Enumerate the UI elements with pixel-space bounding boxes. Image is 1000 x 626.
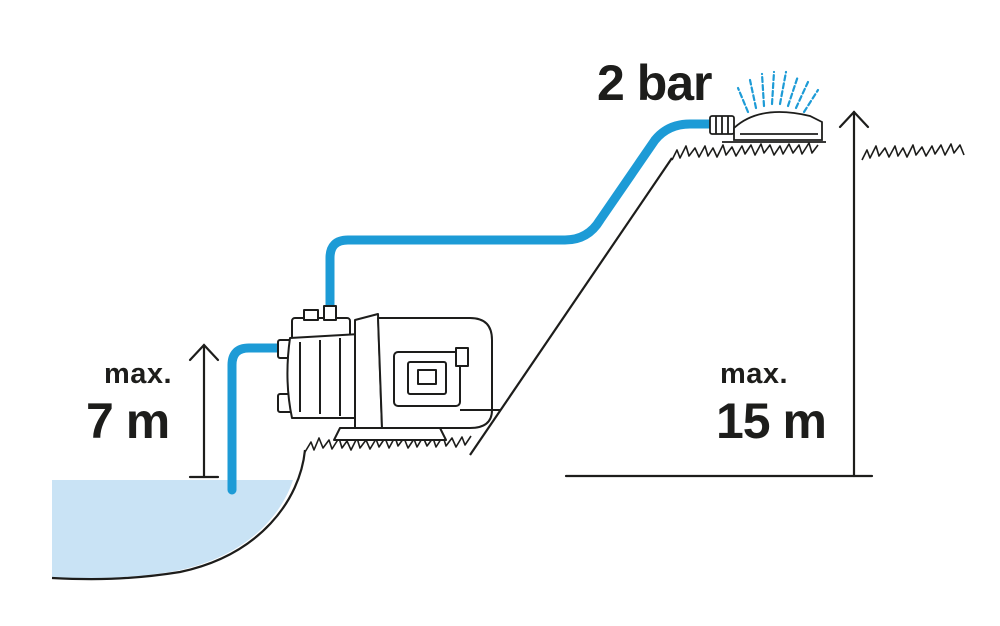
arrow-up-icon: [188, 343, 220, 362]
water-body: [52, 480, 293, 579]
suction-hose: [227, 343, 283, 495]
water-bank-line: [51, 449, 307, 581]
grass-icon: [861, 143, 965, 161]
head-height-arrow: [564, 110, 874, 478]
pressure-hose: [325, 119, 717, 317]
grass-icon: [671, 142, 819, 161]
head-value-label: 15 m: [716, 393, 827, 449]
suction-max-label: max.: [104, 358, 173, 390]
sprinkler-spray: [736, 70, 820, 114]
arrow-up-icon: [838, 110, 870, 129]
sprinkler-icon: [709, 111, 826, 143]
suction-value-label: 7 m: [86, 393, 170, 449]
hill-slope-line: [469, 157, 673, 456]
pressure-label: 2 bar: [597, 55, 713, 111]
suction-height-arrow: [188, 343, 220, 479]
head-max-label: max.: [720, 358, 789, 390]
garden-pump-icon: [277, 305, 500, 441]
